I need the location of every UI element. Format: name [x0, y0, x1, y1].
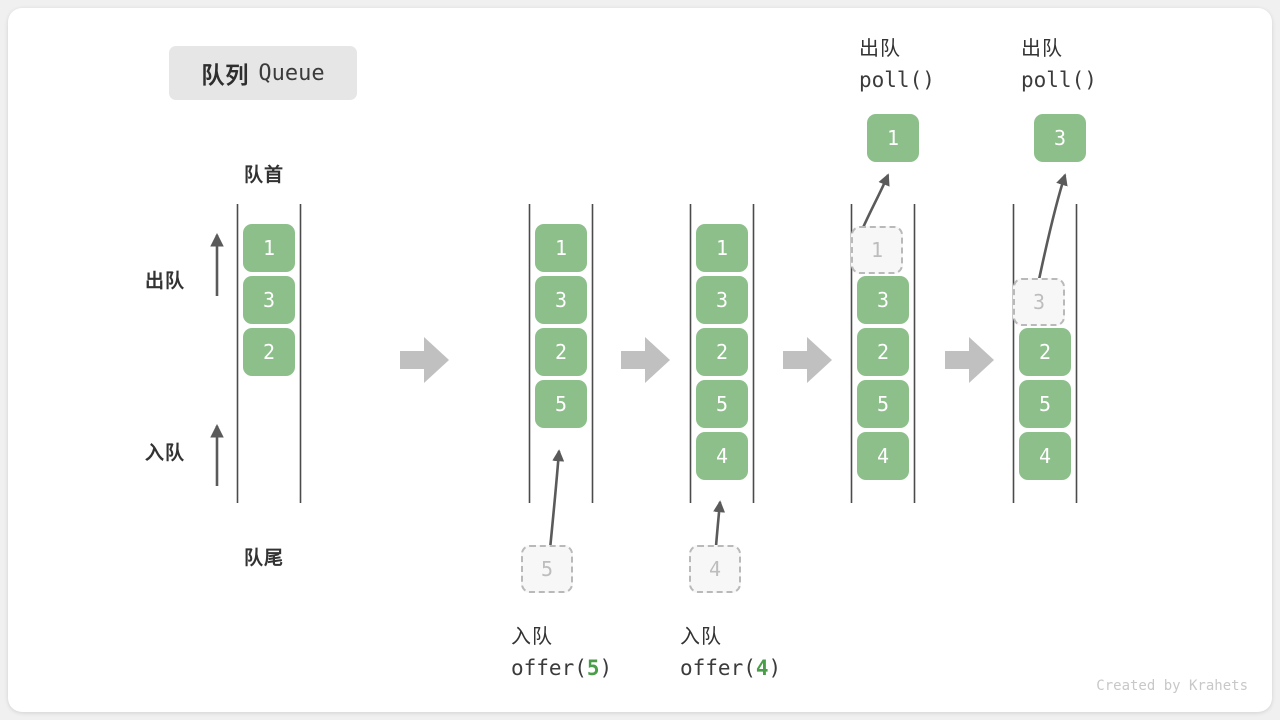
queue-item-new: 4: [696, 432, 748, 480]
code-prefix: offer(: [511, 656, 587, 680]
incoming-ghost-item: 4: [689, 545, 741, 593]
code-suffix: ): [768, 656, 782, 680]
queue-item: 1: [243, 224, 295, 272]
diagram-title-cn: 队列: [201, 62, 250, 88]
diagram-title-chip: 队列 Queue: [169, 46, 357, 100]
queue-rear-label: 队尾: [244, 548, 285, 569]
step-caption-cn: 入队: [511, 626, 553, 648]
diagram-card: 队列 Queue 队首 队尾 出队 入队 1 3 2 1 3 2 5 5 入队 …: [8, 8, 1272, 712]
step-top-label-cn: 出队: [859, 38, 901, 60]
code-arg: 5: [586, 656, 600, 680]
step-caption-code: offer(5): [511, 656, 612, 680]
step-top-label-code: poll(): [1021, 68, 1097, 92]
queue-item: 3: [696, 276, 748, 324]
pop-curve-arrow-3: [1035, 173, 1068, 290]
step-top-label-cn: 出队: [1021, 38, 1063, 60]
queue-item: 1: [696, 224, 748, 272]
queue-item: 2: [243, 328, 295, 376]
diagram-stage: 队列 Queue 队首 队尾 出队 入队 1 3 2 1 3 2 5 5 入队 …: [8, 8, 1272, 712]
queue-item: 5: [857, 380, 909, 428]
queue-item: 4: [1019, 432, 1071, 480]
queue-item: 4: [857, 432, 909, 480]
diagram-vector-layer: [210, 173, 1078, 561]
diagram-title-en: Queue: [258, 60, 325, 86]
queue-item: 3: [857, 276, 909, 324]
dequeue-side-label: 出队: [145, 271, 186, 292]
queue-item: 2: [1019, 328, 1071, 376]
queue-item-removed-ghost: 1: [851, 226, 903, 274]
queue-item: 3: [535, 276, 587, 324]
credit-label: Created by Krahets: [1096, 678, 1248, 694]
queue-item: 5: [1019, 380, 1071, 428]
flow-arrow-3: [783, 337, 832, 383]
queue-item: 2: [857, 328, 909, 376]
step-caption-code: offer(4): [680, 656, 781, 680]
code-arg: 4: [755, 656, 769, 680]
code-prefix: offer(: [680, 656, 756, 680]
incoming-ghost-item: 5: [521, 545, 573, 593]
queue-item-new: 5: [535, 380, 587, 428]
code-suffix: ): [599, 656, 613, 680]
queue-item-removed-ghost: 3: [1013, 278, 1065, 326]
popped-item: 3: [1034, 114, 1086, 162]
flow-arrow-4: [945, 337, 994, 383]
queue-item: 5: [696, 380, 748, 428]
queue-item: 2: [696, 328, 748, 376]
popped-item: 1: [867, 114, 919, 162]
enqueue-side-label: 入队: [145, 443, 186, 464]
queue-item: 1: [535, 224, 587, 272]
step-top-label-code: poll(): [859, 68, 935, 92]
flow-arrow-2: [621, 337, 670, 383]
push-curve-arrow-5: [547, 449, 565, 561]
step-caption-cn: 入队: [680, 626, 722, 648]
queue-front-label: 队首: [244, 165, 285, 186]
queue-item: 3: [243, 276, 295, 324]
flow-arrow-1: [400, 337, 449, 383]
queue-item: 2: [535, 328, 587, 376]
